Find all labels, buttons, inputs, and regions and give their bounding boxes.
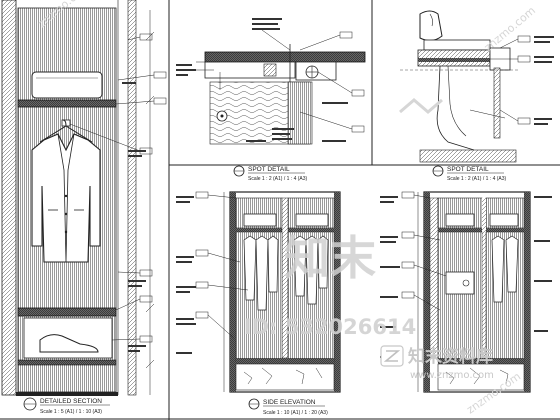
- spot-detail-2-title: SPOT DETAIL: [447, 166, 489, 173]
- storage-box: [31, 71, 103, 99]
- watermark-id: ID: 532026614: [244, 315, 416, 339]
- upper-shelf: [17, 99, 117, 108]
- spot-detail-1-scale: Scale 1 : 2 (A1) / 1 : 4 (A3): [248, 176, 308, 182]
- brand-name-cn: 知末资料库: [407, 346, 493, 367]
- spot-detail-1-drawing: SPOT DETAIL Scale 1 : 2 (A1) / 1 : 4 (A3…: [176, 18, 366, 182]
- detailed-section-drawing: DETAILED SECTION Scale 1 : 5 (A1) / 1 : …: [1, 0, 167, 415]
- detailed-section-scale: Scale 1 : 5 (A1) / 1 : 10 (A3): [40, 409, 102, 415]
- side-elevation-left: SIDE ELEVATION Scale 1 : 10 (A1) / 1 : 2…: [176, 191, 341, 416]
- detailed-section-title: DETAILED SECTION: [40, 398, 102, 405]
- spot-detail-2-scale: Scale 1 : 2 (A1) / 1 : 4 (A3): [447, 176, 507, 182]
- side-elevation-right: [380, 191, 552, 393]
- spot-detail-2-drawing: SPOT DETAIL Scale 1 : 2 (A1) / 1 : 4 (A3…: [400, 10, 554, 182]
- floor-hatch: [419, 149, 517, 163]
- hanging-clothes: [243, 235, 329, 311]
- side-elevation-scale: Scale 1 : 10 (A1) / 1 : 20 (A3): [263, 410, 328, 416]
- safe-box: [445, 271, 475, 295]
- jacket-illustration: [31, 133, 101, 263]
- brand-logo: [380, 345, 404, 367]
- drawer-top: [17, 307, 117, 317]
- watermark-diagonal-glyph: [399, 98, 443, 114]
- brand-url: www.znzmo.com: [410, 370, 494, 381]
- corner-watermark-top-right: znzmo.com: [482, 4, 538, 54]
- left-wall: [1, 0, 17, 396]
- right-wall-panel: [127, 0, 137, 396]
- annotation-tags: [69, 33, 167, 343]
- marble-base: [235, 363, 335, 391]
- shoe-illustration: [39, 334, 99, 353]
- spot-detail-1-title: SPOT DETAIL: [248, 166, 290, 173]
- top-board: [204, 51, 366, 63]
- watermark-logo-text: 知末: [284, 231, 376, 285]
- side-elevation-title: SIDE ELEVATION: [263, 399, 316, 406]
